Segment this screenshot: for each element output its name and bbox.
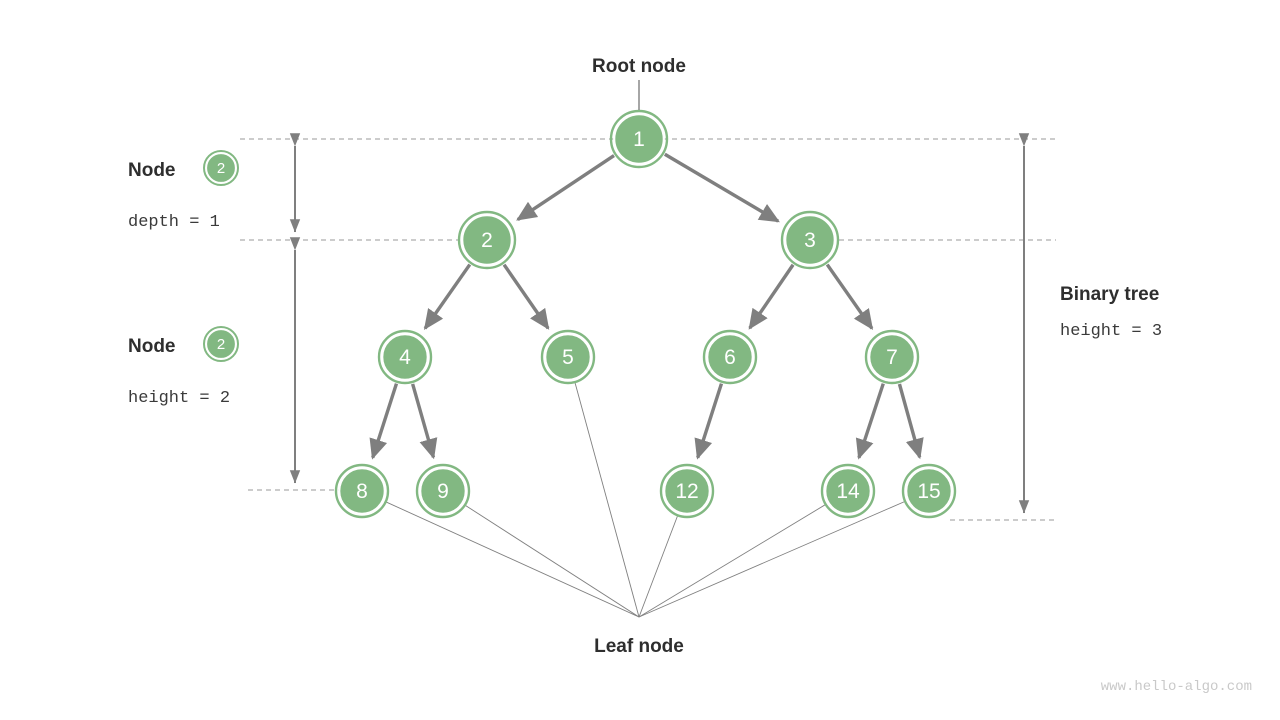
node-value: 2 [481, 229, 493, 252]
annotation-detail: depth = 1 [128, 213, 220, 232]
node-value: 2 [217, 336, 225, 353]
node-value: 8 [356, 480, 368, 503]
tree-node-1[interactable]: 1 [609, 109, 669, 169]
tree-edge-3-to-7 [825, 263, 874, 331]
annotation-detail: height = 2 [128, 389, 230, 408]
tree-node-15[interactable]: 15 [901, 463, 957, 519]
tree-node-14[interactable]: 14 [820, 463, 876, 519]
node-value: 5 [562, 346, 574, 369]
leaf-leader-line-14 [638, 504, 826, 618]
tree-node-12[interactable]: 12 [659, 463, 715, 519]
tree-edge-2-to-5 [502, 263, 550, 330]
node-value: 9 [437, 480, 449, 503]
annotation-title: Binary tree [1060, 284, 1159, 305]
node-value: 12 [675, 480, 698, 503]
watermark-text: www.hello-algo.com [1101, 679, 1252, 695]
tree-edge-1-to-3 [663, 152, 780, 223]
callout-leader-lines [386, 382, 905, 618]
node-value: 2 [217, 160, 225, 177]
tree-edge-6-to-12 [694, 383, 724, 460]
leaf-node-label: Leaf node [594, 636, 684, 657]
node-value: 4 [399, 346, 411, 369]
annotation-title: Node [128, 336, 176, 357]
annotation-detail: height = 3 [1060, 322, 1162, 341]
leaf-leader-line-15 [638, 501, 905, 618]
tree-edge-3-to-6 [748, 263, 795, 330]
tree-node-9[interactable]: 9 [415, 463, 471, 519]
guide-lines [240, 138, 1056, 521]
tree-edge-2-to-4 [423, 263, 472, 331]
tree-node-5[interactable]: 5 [540, 329, 596, 385]
node-value: 14 [836, 480, 860, 503]
node-value: 1 [633, 128, 645, 151]
annotation-tree-height: Binary tree height = 3 [1060, 284, 1162, 341]
node-value: 15 [917, 480, 940, 503]
tree-edge-1-to-2 [516, 154, 615, 221]
leaf-leader-line-9 [465, 505, 640, 618]
annotation-node-depth: Node depth = 1 [128, 160, 220, 232]
tree-node-6[interactable]: 6 [702, 329, 758, 385]
annotation-node-badge-node-height[interactable]: 2 [203, 326, 239, 362]
tree-edge-7-to-15 [897, 383, 924, 460]
tree-node-4[interactable]: 4 [377, 329, 433, 385]
tree-edge-4-to-8 [369, 383, 399, 460]
tree-edge-4-to-9 [411, 383, 438, 460]
measure-arrows [289, 133, 1030, 514]
root-node-callout: Root node [592, 56, 686, 110]
tree-node-7[interactable]: 7 [864, 329, 920, 385]
leaf-leader-line-12 [638, 516, 678, 618]
tree-node-8[interactable]: 8 [334, 463, 390, 519]
node-value: 3 [804, 229, 816, 252]
tree-edges [369, 152, 924, 460]
root-node-label: Root node [592, 56, 686, 77]
node-value: 6 [724, 346, 736, 369]
annotation-title: Node [128, 160, 176, 181]
node-value: 7 [886, 346, 898, 369]
leaf-leader-line-5 [574, 382, 640, 618]
annotation-node-badge-node-depth[interactable]: 2 [203, 150, 239, 186]
tree-node-3[interactable]: 3 [780, 210, 840, 270]
tree-edge-7-to-14 [855, 383, 885, 460]
tree-node-2[interactable]: 2 [457, 210, 517, 270]
leaf-leader-line-8 [386, 501, 640, 618]
annotation-node-height: Node height = 2 [128, 336, 230, 408]
